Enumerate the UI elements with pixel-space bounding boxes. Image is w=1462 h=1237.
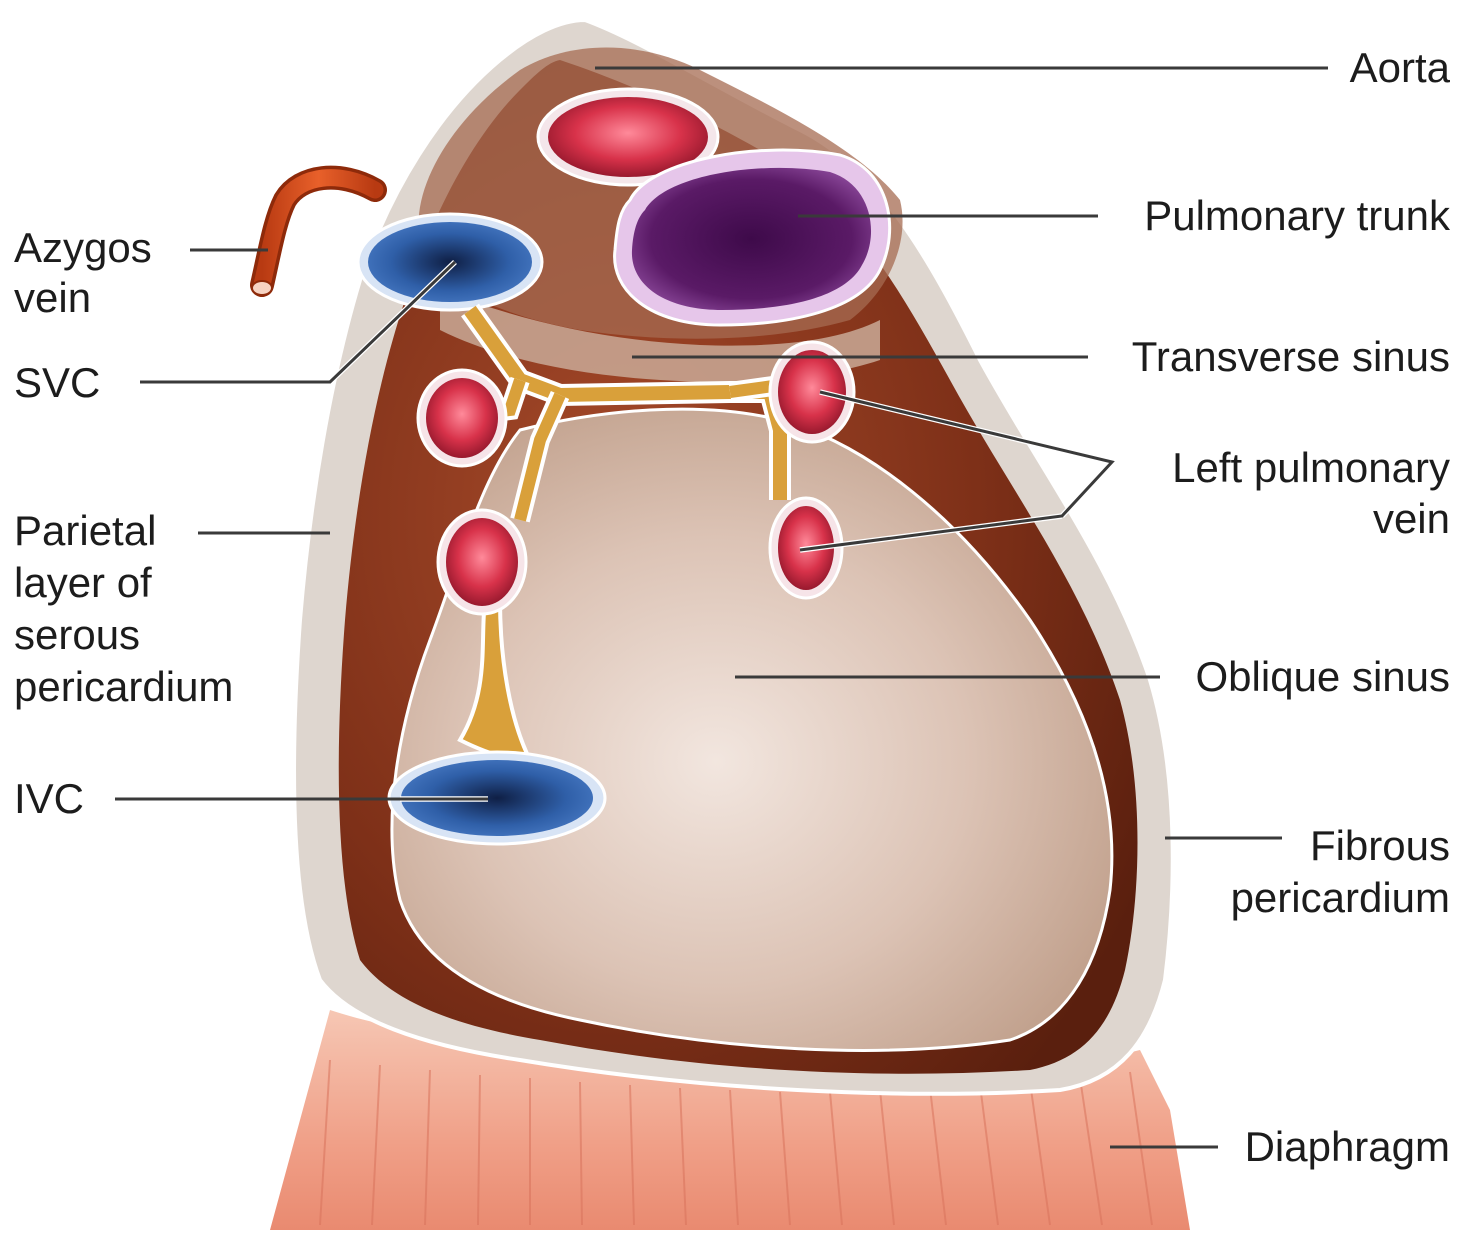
label-fibrous-line1: Fibrous: [1310, 822, 1450, 869]
label-left-pulmonary-line1: Left pulmonary: [1172, 444, 1450, 491]
label-azygos-line1: Azygos: [14, 224, 152, 271]
svc-vessel: [358, 214, 542, 310]
label-oblique-sinus: Oblique sinus: [1196, 653, 1450, 700]
label-ivc: IVC: [14, 775, 84, 822]
label-parietal-line1: Parietal: [14, 507, 156, 554]
label-parietal-line4: pericardium: [14, 663, 233, 710]
azygos-vein-vessel: [252, 178, 375, 295]
right-pulmonary-vein-lower: [438, 510, 526, 614]
label-azygos-line2: vein: [14, 274, 91, 321]
label-left-pulmonary-line2: vein: [1373, 495, 1450, 542]
label-parietal-line3: serous: [14, 611, 140, 658]
label-transverse-sinus: Transverse sinus: [1132, 333, 1450, 380]
label-aorta: Aorta: [1350, 44, 1451, 91]
label-pulmonary-trunk: Pulmonary trunk: [1144, 192, 1451, 239]
right-pulmonary-vein-upper: [418, 370, 506, 466]
label-parietal-line2: layer of: [14, 559, 152, 606]
label-fibrous-line2: pericardium: [1231, 874, 1450, 921]
label-svc: SVC: [14, 359, 100, 406]
pulmonary-trunk-vessel: [615, 150, 890, 325]
label-diaphragm: Diaphragm: [1245, 1123, 1450, 1170]
